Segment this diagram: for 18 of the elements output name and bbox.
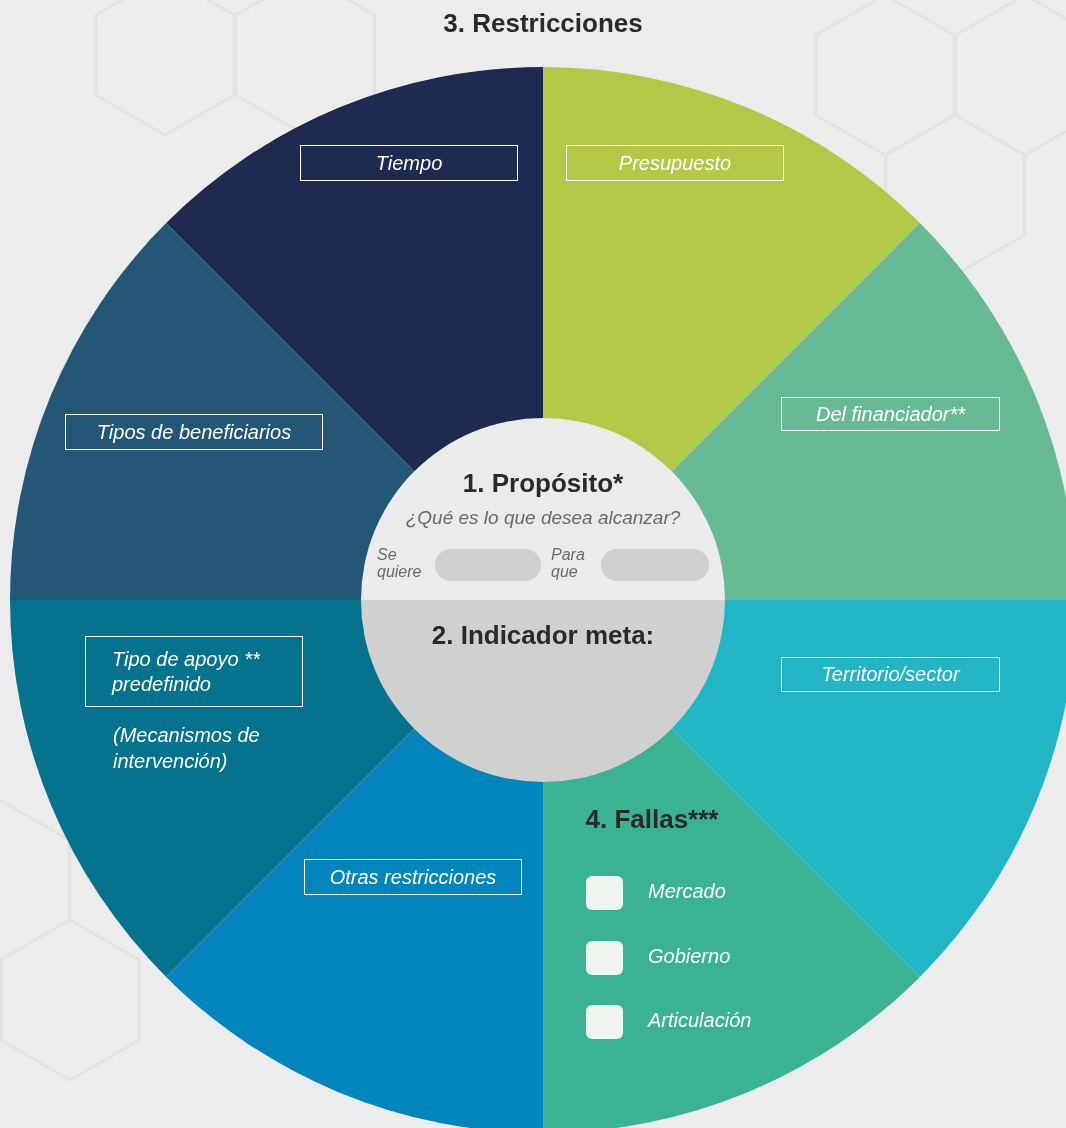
outlined-label: Tipos de beneficiarios bbox=[65, 414, 323, 450]
option-label: Gobierno bbox=[648, 945, 731, 968]
outlined-label: Territorio/sector bbox=[781, 657, 1000, 692]
section-heading: 2. Indicador meta: bbox=[430, 620, 656, 651]
question-text: ¿Qué es lo que desea alcanzar? bbox=[404, 507, 682, 529]
outlined-label: Tiempo bbox=[300, 145, 518, 181]
outlined-label: Otras restricciones bbox=[304, 859, 522, 895]
outlined-label: Del financiador** bbox=[781, 397, 1000, 431]
field-label: Para que bbox=[551, 547, 586, 581]
option-label: Mercado bbox=[648, 880, 726, 903]
option-label: Articulación bbox=[648, 1009, 752, 1032]
diagram-title: 3. Restricciones bbox=[442, 8, 644, 39]
note-text: (Mecanismos de intervención) bbox=[113, 723, 261, 774]
section-heading: 4. Fallas*** bbox=[584, 804, 720, 835]
outlined-label: Tipo de apoyo ** predefinido bbox=[85, 636, 303, 707]
section-heading: 1. Propósito* bbox=[461, 468, 625, 499]
outlined-label: Presupuesto bbox=[566, 145, 784, 181]
field-label: Se quiere bbox=[377, 547, 423, 581]
